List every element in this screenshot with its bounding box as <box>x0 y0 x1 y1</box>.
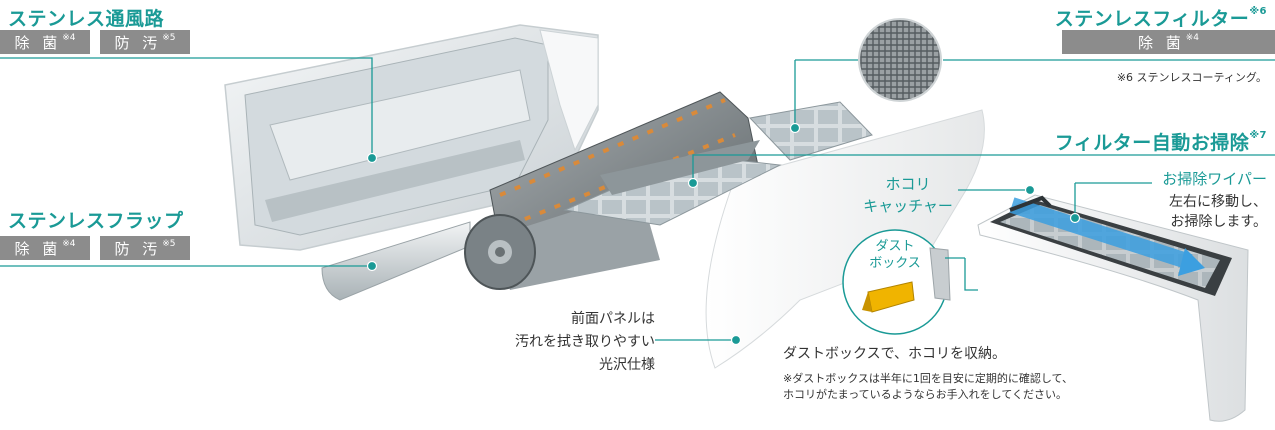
badge-note-mark: ※5 <box>162 33 176 43</box>
airway-antifouling-badge: 防 汚※5 <box>100 30 190 54</box>
indoor-unit-housing <box>224 24 599 251</box>
wiper-desc-line2: お掃除します。 <box>1170 214 1267 230</box>
badge-note-mark: ※5 <box>162 239 176 249</box>
panel-line2: 汚れを拭き取りやすい <box>515 334 655 350</box>
dust-box-line2: ボックス <box>869 256 921 271</box>
wiper-desc-line1: 左右に移動し、 <box>1169 194 1267 210</box>
indoor-unit-right <box>977 194 1249 422</box>
badge-text: 除 菌 <box>14 33 62 52</box>
auto-clean-filter <box>563 101 873 226</box>
badge-text: 除 菌 <box>14 239 62 258</box>
stainless-flap-title: ステンレスフラップ <box>8 210 184 232</box>
stainless-filter-mesh <box>858 18 942 102</box>
badge-text: 防 汚 <box>114 33 162 52</box>
badge-text: 防 汚 <box>114 239 162 258</box>
badge-note-mark: ※4 <box>62 239 76 249</box>
flap-sterilize-badge: 除 菌※4 <box>0 236 90 260</box>
filter-sterilize-badge: 除 菌※4 <box>1062 30 1275 54</box>
dust-catcher-line1: ホコリ <box>885 175 931 193</box>
coating-note: ※6 ステンレスコーティング。 <box>1116 71 1267 84</box>
badge-text: 除 菌 <box>1137 33 1185 52</box>
badge-note-mark: ※4 <box>62 33 76 43</box>
flap-antifouling-badge: 防 汚※5 <box>100 236 190 260</box>
stainless-flap <box>321 221 471 301</box>
dust-box-note-line2: ホコリがたまっているようならお手入れをしてください。 <box>783 388 1068 401</box>
dust-box-label: ダスト ボックス <box>855 238 935 272</box>
dust-catcher-line2: キャッチャー <box>863 197 953 215</box>
stainless-filter-label: ステンレスフィルター <box>1054 8 1250 30</box>
dust-box-caption: ダストボックスで、ホコリを収納。 <box>783 346 1007 362</box>
dust-box-note: ※ダストボックスは半年に1回を目安に定期的に確認して、 ホコリがたまっているよう… <box>783 371 1073 403</box>
front-panel <box>705 109 985 369</box>
dust-box-line1: ダスト <box>875 239 915 254</box>
dust-box-note-line1: ※ダストボックスは半年に1回を目安に定期的に確認して、 <box>783 372 1074 385</box>
front-panel-description: 前面パネルは 汚れを拭き取りやすい 光沢仕様 <box>515 308 655 377</box>
stainless-airway-title: ステンレス通風路 <box>8 8 165 30</box>
dust-catcher-label: ホコリ キャッチャー <box>858 173 958 217</box>
auto-clean-note-mark: ※7 <box>1249 129 1267 141</box>
auto-clean-title: フィルター自動お掃除※7 <box>1055 128 1267 155</box>
auto-clean-label: フィルター自動お掃除 <box>1054 132 1250 154</box>
stainless-filter-title: ステンレスフィルター※6 <box>1055 4 1267 31</box>
badge-note-mark: ※4 <box>1185 33 1200 43</box>
dust-box-callout <box>842 229 951 335</box>
airway-sterilize-badge: 除 菌※4 <box>0 30 90 54</box>
stainless-filter-note-mark: ※6 <box>1249 5 1267 17</box>
panel-line3: 光沢仕様 <box>599 357 655 373</box>
wiper-description: 左右に移動し、 お掃除します。 <box>1169 192 1267 232</box>
callout-lines <box>0 57 1275 341</box>
wiper-title: お掃除ワイパー <box>1162 170 1267 188</box>
panel-line1: 前面パネルは <box>571 311 655 327</box>
callout-dots <box>366 122 1081 346</box>
